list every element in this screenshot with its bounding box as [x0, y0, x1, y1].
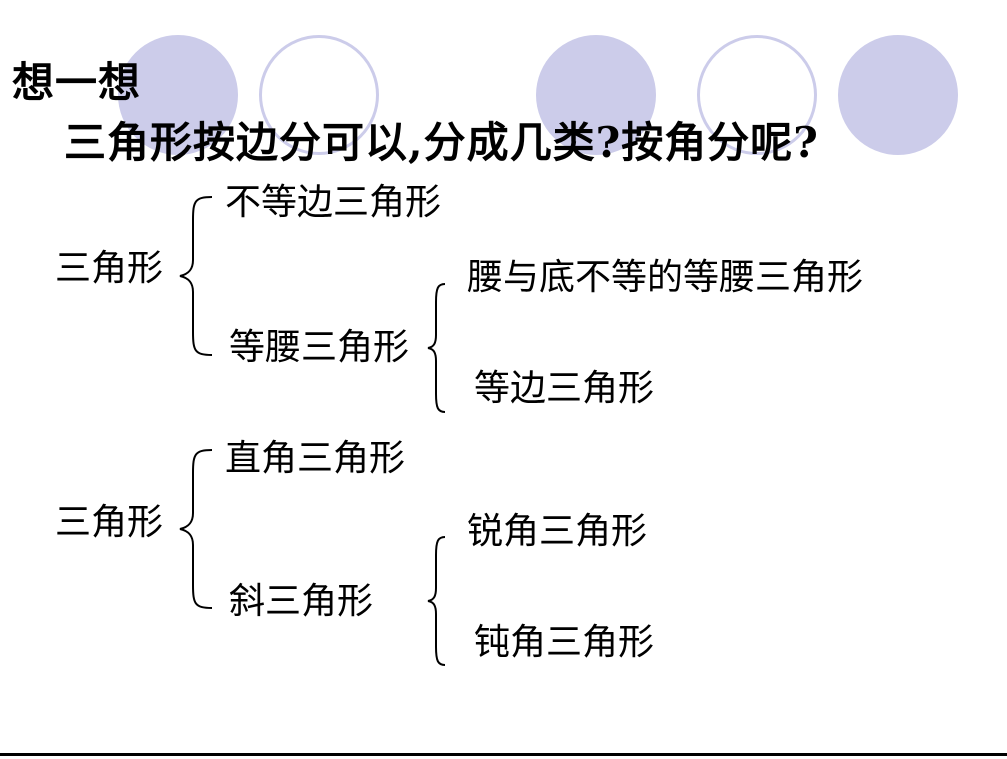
oblique-child-acute: 锐角三角形 — [467, 511, 648, 552]
angles-child-oblique: 斜三角形 — [229, 581, 374, 622]
decor-circle-3 — [536, 35, 656, 155]
angles-root-label: 三角形 — [55, 502, 164, 543]
isosceles-child-equilateral: 等边三角形 — [474, 368, 655, 409]
slide-heading: 想一想 — [12, 58, 142, 107]
decor-circle-5 — [838, 35, 958, 155]
isosceles-child-non-equilateral: 腰与底不等的等腰三角形 — [467, 257, 864, 298]
bottom-divider — [0, 753, 1007, 756]
oblique-child-obtuse: 钝角三角形 — [474, 622, 655, 663]
angles-child-right: 直角三角形 — [225, 438, 406, 479]
slide-question: 三角形按边分可以,分成几类?按角分呢? — [64, 118, 819, 167]
sides-child-isosceles: 等腰三角形 — [229, 327, 410, 368]
sides-brace — [179, 196, 213, 356]
sides-root-label: 三角形 — [55, 248, 164, 289]
decor-circle-4 — [697, 35, 817, 155]
decor-circle-2 — [259, 35, 379, 155]
decor-circle-1 — [118, 35, 238, 155]
oblique-brace — [427, 536, 446, 666]
angles-brace — [179, 449, 213, 609]
isosceles-brace — [427, 283, 446, 413]
sides-child-scalene: 不等边三角形 — [225, 182, 442, 223]
